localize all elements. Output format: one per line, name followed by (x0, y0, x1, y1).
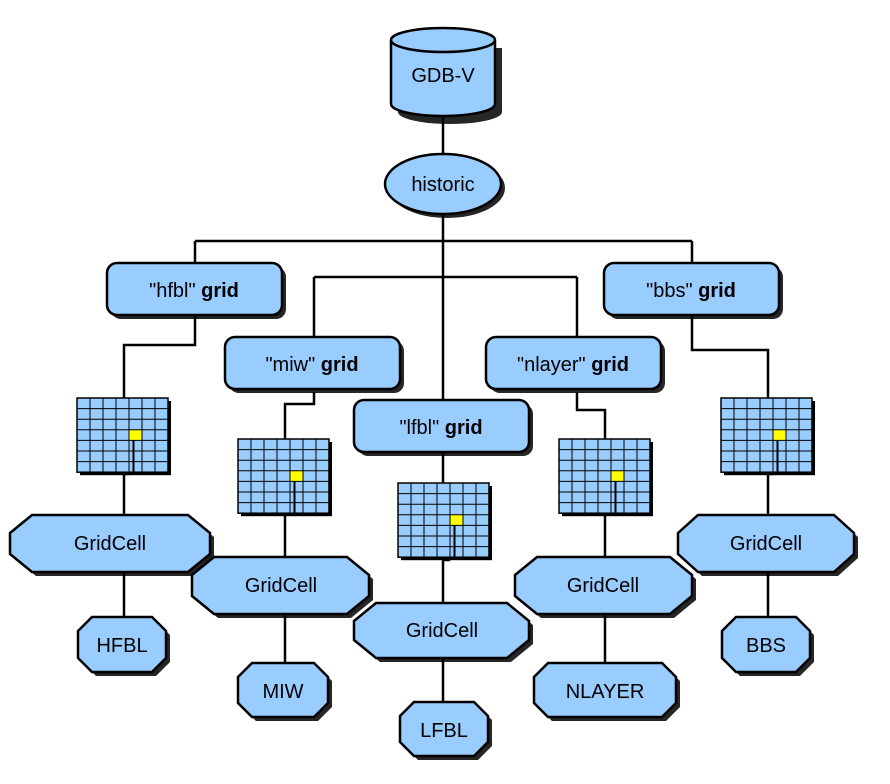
gridcell-nodes: GridCell GridCell GridCell GridCell Grid… (8, 513, 858, 662)
edge-nlayer-grid (575, 392, 607, 439)
grid-quoted-name: "lfbl" (399, 417, 439, 439)
grid-box-hfbl: "hfbl" grid (105, 261, 286, 319)
grid-icon-miw (237, 438, 332, 517)
database-label: GDB-V (411, 65, 475, 87)
grid-box-lfbl-label: "lfbl" grid (399, 417, 482, 439)
gridcell-label: GridCell (406, 620, 478, 642)
grid-keyword: grid (445, 417, 483, 439)
gridcell-lfbl: GridCell (352, 601, 533, 662)
layer-label: BBS (746, 635, 786, 657)
layer-bbs: BBS (720, 615, 814, 676)
grid-quoted-name: "miw" (265, 354, 315, 376)
grid-keyword: grid (591, 354, 629, 376)
grid-quoted-name: "nlayer" (517, 354, 586, 376)
layer-miw: MIW (236, 661, 332, 721)
gridcell-miw: GridCell (190, 555, 373, 618)
layer-label: NLAYER (566, 681, 645, 703)
grid-box-nlayer: "nlayer" grid (484, 335, 665, 393)
gridcell-hfbl: GridCell (8, 513, 214, 576)
layer-hfbl: HFBL (76, 615, 170, 676)
grid-keyword: grid (321, 354, 359, 376)
grid-keyword: grid (698, 280, 736, 302)
historic-label: historic (411, 174, 474, 196)
gridcell-label: GridCell (730, 533, 802, 555)
database-node: GDB-V (389, 26, 502, 124)
highlighted-cell (773, 429, 786, 441)
gridcell-label: GridCell (74, 533, 146, 555)
gridcell-label: GridCell (567, 575, 639, 597)
grid-quoted-name: "bbs" (646, 280, 692, 302)
layer-nodes: HFBL MIW LFBL NLAYER BBS (76, 615, 814, 760)
edge-miw-grid (283, 392, 316, 439)
gridcell-nlayer: GridCell (513, 555, 696, 618)
grid-icon-hfbl (76, 397, 171, 476)
grid-box-nlayer-label: "nlayer" grid (517, 354, 629, 376)
historic-node: historic (383, 152, 505, 218)
layer-label: MIW (262, 681, 303, 703)
grid-box-miw-label: "miw" grid (265, 354, 358, 376)
gridcell-label: GridCell (245, 575, 317, 597)
grid-icon-lfbl (397, 482, 492, 561)
grid-keyword: grid (201, 280, 239, 302)
grid-box-bbs-label: "bbs" grid (646, 280, 736, 302)
edge-hfbl-grid (122, 315, 197, 398)
grid-box-miw: "miw" grid (223, 335, 404, 393)
edge-bbs-grid (690, 315, 770, 398)
grid-box-bbs: "bbs" grid (602, 261, 783, 319)
grid-box-hfbl-label: "hfbl" grid (149, 280, 239, 302)
highlighted-cell (611, 470, 624, 482)
layer-nlayer: NLAYER (532, 661, 680, 721)
highlighted-cell (129, 429, 142, 441)
grid-icons (76, 397, 815, 561)
gridcell-bbs: GridCell (676, 513, 858, 576)
highlighted-cell (450, 514, 463, 526)
grid-quoted-name: "hfbl" (149, 280, 195, 302)
edge-middle-bus (312, 275, 579, 337)
highlighted-cell (290, 470, 303, 482)
grid-icon-nlayer (558, 438, 653, 517)
layer-label: HFBL (96, 635, 147, 657)
grid-box-lfbl: "lfbl" grid (352, 398, 533, 456)
grid-icon-bbs (720, 397, 815, 476)
grid-label-boxes: "hfbl" grid "miw" grid "lfbl" grid (105, 261, 783, 456)
layer-lfbl: LFBL (398, 700, 492, 760)
layer-label: LFBL (420, 720, 468, 742)
